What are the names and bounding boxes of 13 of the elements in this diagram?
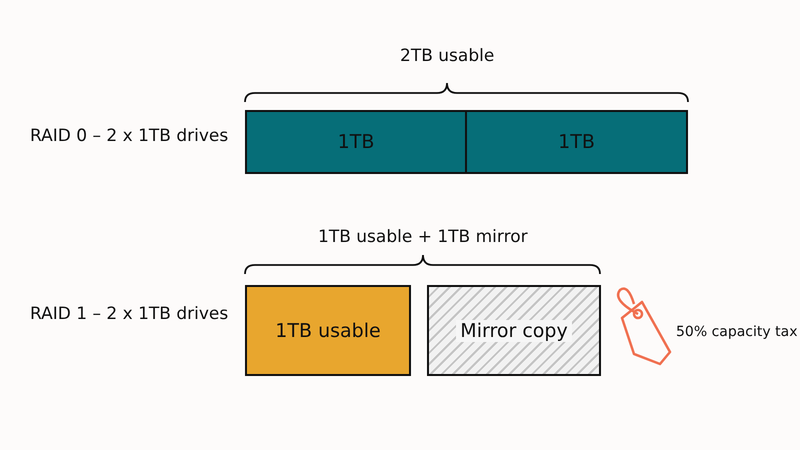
drive-block xyxy=(245,285,411,376)
raid-level-label: RAID 1 – 2 x 1TB drives xyxy=(30,304,228,324)
block-label: 1TB usable xyxy=(274,320,382,342)
block-label: 1TB xyxy=(557,131,596,153)
block-label: Mirror copy xyxy=(456,320,572,342)
capacity-label: 1TB usable + 1TB mirror xyxy=(318,227,528,247)
capacity-label: 2TB usable xyxy=(400,46,494,66)
note-text: 50% capacity tax xyxy=(676,324,798,340)
raid-level-label: RAID 0 – 2 x 1TB drives xyxy=(30,126,228,146)
drive-block xyxy=(245,110,467,174)
drive-block xyxy=(465,110,688,174)
mirror-drive-block xyxy=(427,285,601,376)
block-label: 1TB xyxy=(336,131,376,153)
